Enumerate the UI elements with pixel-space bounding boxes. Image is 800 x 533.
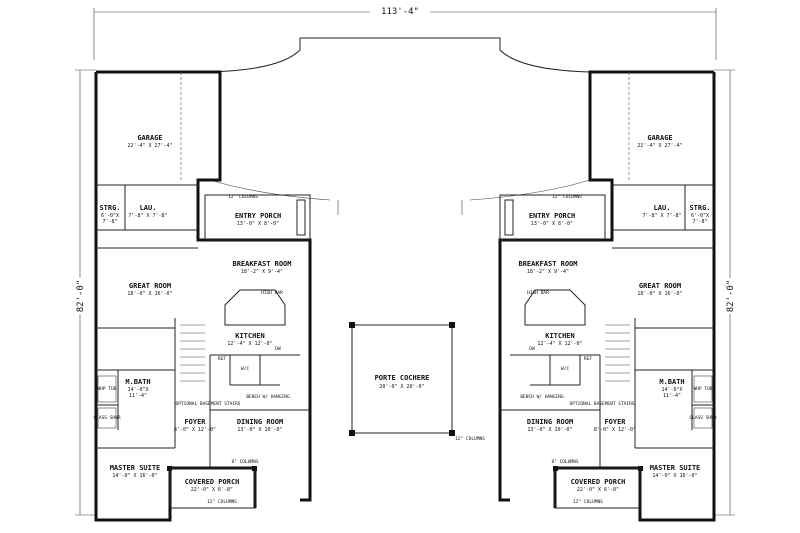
right-covered-porch-size: 22'-0" X 6'-8" <box>577 487 619 493</box>
dimension-lines: 113'-4" 82'-0" 82'-0" <box>74 6 736 516</box>
left-great-room-name: GREAT ROOM <box>129 282 171 290</box>
right-optional-stairs: OPTIONAL BASEMENT STAIRS <box>569 401 634 407</box>
right-storage-size: 6'-0"X <box>691 213 709 219</box>
right-storage-size2: 7'-8" <box>692 219 707 225</box>
right-laundry-size: 7'-8" X 7'-8" <box>642 213 681 219</box>
right-dining-room-size: 13'-0" X 10'-0" <box>527 427 572 433</box>
left-dining-room-name: DINING ROOM <box>237 418 283 426</box>
right-master-bath-size: 14'-0"X <box>661 387 682 393</box>
left-laundry-size: 7'-8" X 7'-8" <box>128 213 167 219</box>
left-master-suite-size: 14'-0" X 16'-0" <box>112 473 157 479</box>
left-dw: DW <box>275 346 281 352</box>
porte-cochere-name: PORTE COCHERE <box>375 374 430 382</box>
left-dining-room-size: 13'-0" X 10'-0" <box>237 427 282 433</box>
left-col8: 8" COLUMNS <box>231 459 258 465</box>
right-glass-shwr: GLASS SHWR <box>689 415 716 421</box>
right-garage-size: 22'-4" X 27'-4" <box>637 143 682 149</box>
right-kitchen-size: 12'-4" X 12'-0" <box>537 341 582 347</box>
right-great-room-size: 18'-0" X 16'-0" <box>637 291 682 297</box>
left-garage-name: GARAGE <box>137 134 162 142</box>
left-master-bath-size: 14'-0"X <box>127 387 148 393</box>
left-master-suite-name: MASTER SUITE <box>110 464 161 472</box>
right-foyer-size: 8'-0" X 12'-0" <box>594 427 636 433</box>
left-foyer-size: 8'-0" X 12'-0" <box>174 427 216 433</box>
right-dining-room-name: DINING ROOM <box>527 418 573 426</box>
left-col12-porch: 12" COLUMNS <box>207 499 237 505</box>
left-high-bar: HIGH BAR <box>261 290 283 296</box>
left-master-bath-name: M.BATH <box>125 378 150 386</box>
left-col12: 12" COLUMNS <box>228 194 258 200</box>
right-covered-porch-name: COVERED PORCH <box>571 478 626 486</box>
overall-depth-label-left: 82'-0" <box>76 280 86 313</box>
left-covered-porch-size: 22'-0" X 6'-8" <box>191 487 233 493</box>
left-great-room-size: 18'-0" X 16'-0" <box>127 291 172 297</box>
right-master-bath-name: M.BATH <box>659 378 684 386</box>
left-laundry-name: LAU. <box>140 204 157 212</box>
right-entry-porch-name: ENTRY PORCH <box>529 212 575 220</box>
right-col12-porch: 12" COLUMNS <box>573 499 603 505</box>
right-master-suite-size: 14'-0" X 16'-0" <box>652 473 697 479</box>
porte-cochere: PORTE COCHERE 20'-0" X 20'-0" 12" COLUMN… <box>349 322 485 442</box>
right-great-room-name: GREAT ROOM <box>639 282 681 290</box>
right-unit: GARAGE 22'-4" X 27'-4" STRG. 6'-0"X 7'-8… <box>498 70 717 522</box>
left-storage-size2: 7'-8" <box>102 219 117 225</box>
right-bench: BENCH W/ HANGING <box>520 394 564 400</box>
left-covered-porch-name: COVERED PORCH <box>185 478 240 486</box>
right-storage-name: STRG. <box>689 204 710 212</box>
right-breakfast-room-size: 18'-2" X 9'-4" <box>527 269 569 275</box>
left-whp-tub: WHP TUB <box>98 386 117 392</box>
right-dw: DW <box>529 346 535 352</box>
right-entry-porch-size: 13'-0" X 8'-0" <box>531 221 573 227</box>
right-master-bath-size2: 11'-4" <box>663 393 681 399</box>
left-optional-stairs: OPTIONAL BASEMENT STAIRS <box>175 401 240 407</box>
right-ref: REF <box>584 356 592 362</box>
porte-cochere-columns-note: 12" COLUMNS <box>455 436 485 442</box>
right-high-bar: HIGH BAR <box>527 290 549 296</box>
left-glass-shwr: GLASS SHWR <box>93 415 120 421</box>
left-breakfast-room-name: BREAKFAST ROOM <box>232 260 291 268</box>
left-foyer-name: FOYER <box>184 418 206 426</box>
right-breakfast-room-name: BREAKFAST ROOM <box>518 260 577 268</box>
left-unit: GARAGE 22'-4" X 27'-4" STRG. 6'-0"X 7'-8… <box>93 70 312 522</box>
left-garage-size: 22'-4" X 27'-4" <box>127 143 172 149</box>
left-entry-porch-name: ENTRY PORCH <box>235 212 281 220</box>
left-wic: W/C <box>241 366 249 372</box>
overall-width-label: 113'-4" <box>381 7 419 17</box>
right-wic: W/C <box>561 366 569 372</box>
left-kitchen-name: KITCHEN <box>235 332 265 340</box>
left-ref: REF <box>218 356 226 362</box>
left-entry-porch-size: 13'-0" X 8'-0" <box>237 221 279 227</box>
overall-depth-label-right: 82'-0" <box>726 280 736 313</box>
right-col12: 12" COLUMNS <box>552 194 582 200</box>
left-kitchen-size: 12'-4" X 12'-0" <box>227 341 272 347</box>
right-garage-name: GARAGE <box>647 134 672 142</box>
right-master-suite-name: MASTER SUITE <box>650 464 701 472</box>
right-whp-tub: WHP TUB <box>694 386 713 392</box>
left-storage-size: 6'-0"X <box>101 213 119 219</box>
right-col8: 8" COLUMNS <box>551 459 578 465</box>
porte-cochere-size: 20'-0" X 20'-0" <box>379 384 424 390</box>
right-kitchen-name: KITCHEN <box>545 332 575 340</box>
left-storage-name: STRG. <box>99 204 120 212</box>
left-bench: BENCH W/ HANGING <box>246 394 290 400</box>
left-master-bath-size2: 11'-4" <box>129 393 147 399</box>
right-laundry-name: LAU. <box>654 204 671 212</box>
left-breakfast-room-size: 18'-2" X 9'-4" <box>241 269 283 275</box>
right-foyer-name: FOYER <box>604 418 626 426</box>
driveway <box>209 37 591 215</box>
